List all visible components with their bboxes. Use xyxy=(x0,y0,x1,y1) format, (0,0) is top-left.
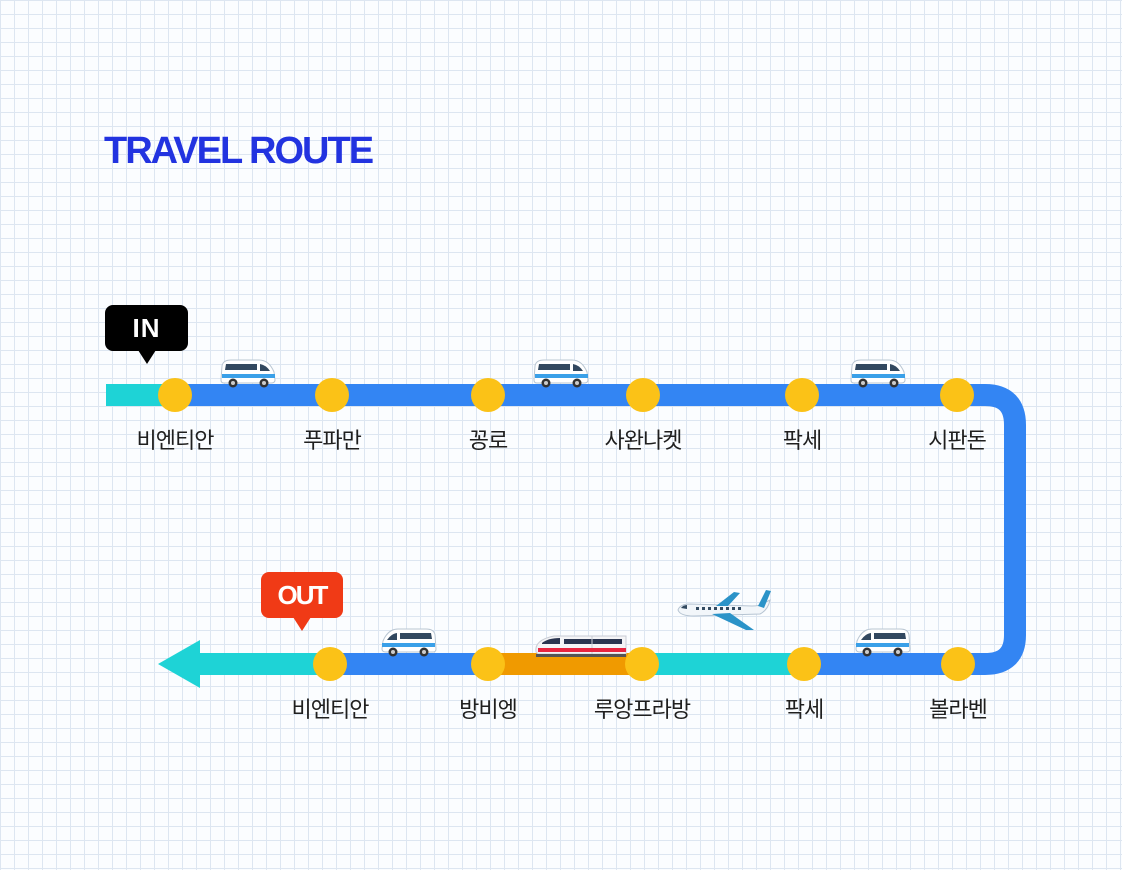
route-stop-marker xyxy=(315,378,349,412)
route-stop-label: 사완나켓 xyxy=(604,429,683,454)
airplane-icon xyxy=(677,590,771,630)
route-stop-marker xyxy=(787,647,821,681)
route-stop-marker xyxy=(471,647,505,681)
van-icon xyxy=(850,359,906,388)
route-stop-label: 방비엥 xyxy=(459,698,518,723)
route-stop-label: 비엔티안 xyxy=(136,429,215,454)
route-stop-marker xyxy=(313,647,347,681)
route-stop-marker xyxy=(626,378,660,412)
van-icon xyxy=(220,359,276,388)
train-icon xyxy=(535,635,627,657)
route-stop-marker xyxy=(158,378,192,412)
route-stop-marker xyxy=(471,378,505,412)
route-stop-label: 비엔티안 xyxy=(291,698,370,723)
in-tag: IN xyxy=(105,305,188,364)
van-icon xyxy=(533,359,589,388)
route-stop-marker xyxy=(940,378,974,412)
route-stop-marker xyxy=(941,647,975,681)
van-icon xyxy=(381,628,437,657)
route-stop-marker xyxy=(625,647,659,681)
route-stop-marker xyxy=(785,378,819,412)
route-stop-label: 푸파만 xyxy=(303,429,362,454)
route-stop-label: 루앙프라방 xyxy=(593,698,691,723)
van-icon xyxy=(855,628,911,657)
route-main-line xyxy=(170,384,1026,675)
route-stop-label: 팍세 xyxy=(784,698,824,723)
route-end-arrow xyxy=(158,640,200,688)
route-stop-label: 볼라벤 xyxy=(929,698,988,723)
page-title: TRAVEL ROUTE xyxy=(104,130,374,172)
route-stop-label: 시판돈 xyxy=(928,429,987,454)
route-stop-label: 꽁로 xyxy=(468,429,508,454)
route-stop-label: 팍세 xyxy=(782,429,822,454)
out-tag: OUT xyxy=(261,572,343,631)
